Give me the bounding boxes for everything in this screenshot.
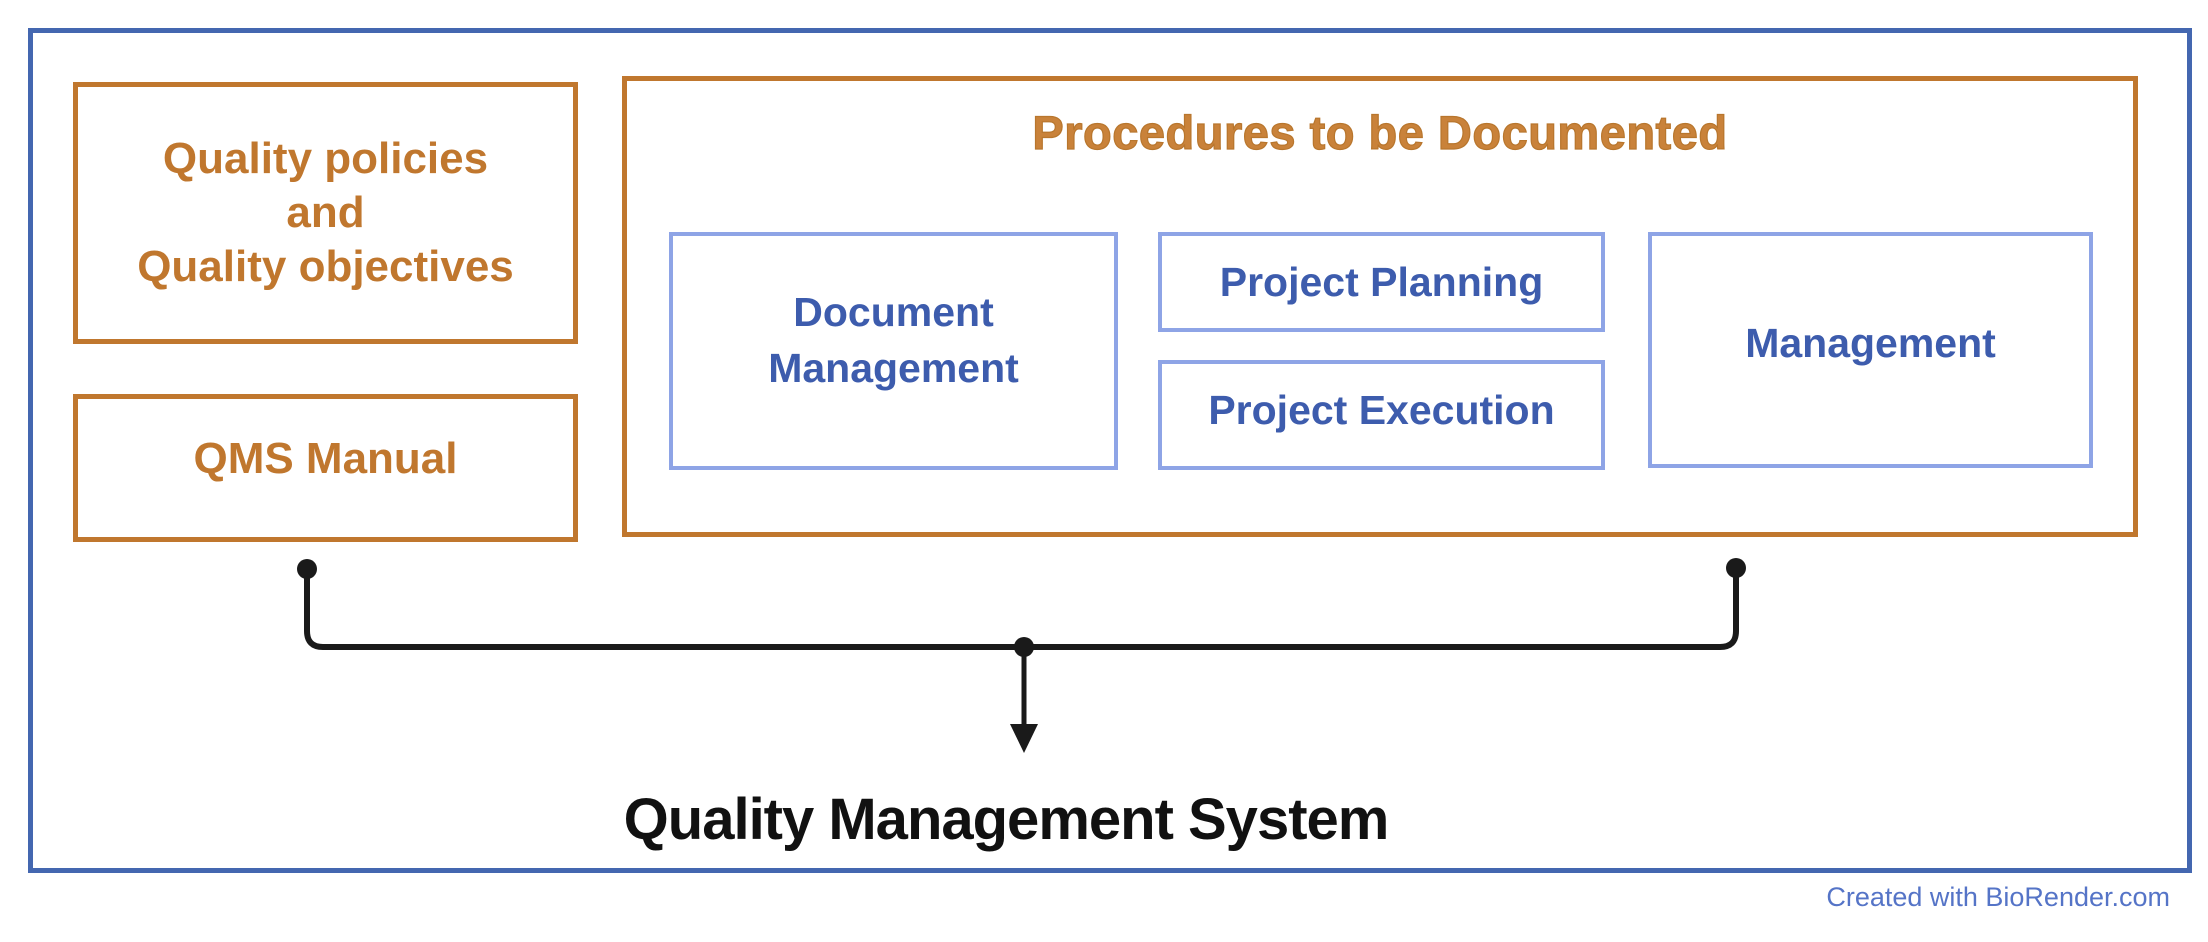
project-execution-label: Project Execution <box>1208 387 1555 433</box>
project-execution-box: Project Execution <box>1158 360 1605 470</box>
project-planning-box: Project Planning <box>1158 232 1605 332</box>
qms-manual-box: QMS Manual <box>73 394 578 542</box>
quality-policies-line-1: Quality policies <box>162 134 489 183</box>
project-planning-label: Project Planning <box>1219 259 1544 305</box>
document-management-box: Document Management <box>669 232 1118 470</box>
qms-manual-label: QMS Manual <box>193 434 458 483</box>
procedures-title: Procedures to be Documented <box>1032 105 1728 159</box>
quality-policies-box: Quality policies and Quality objectives <box>73 82 578 344</box>
management-label: Management <box>1745 320 1996 366</box>
quality-management-system-title: Quality Management System <box>623 787 1390 852</box>
quality-policies-line-2: and <box>286 188 365 237</box>
management-box: Management <box>1648 232 2093 468</box>
quality-policies-line-3: Quality objectives <box>137 242 514 291</box>
document-management-label: Document Management <box>768 289 1019 391</box>
biorender-credit: Created with BioRender.com <box>1826 882 2170 912</box>
procedures-box: Procedures to be Documented Document Man… <box>622 76 2138 537</box>
